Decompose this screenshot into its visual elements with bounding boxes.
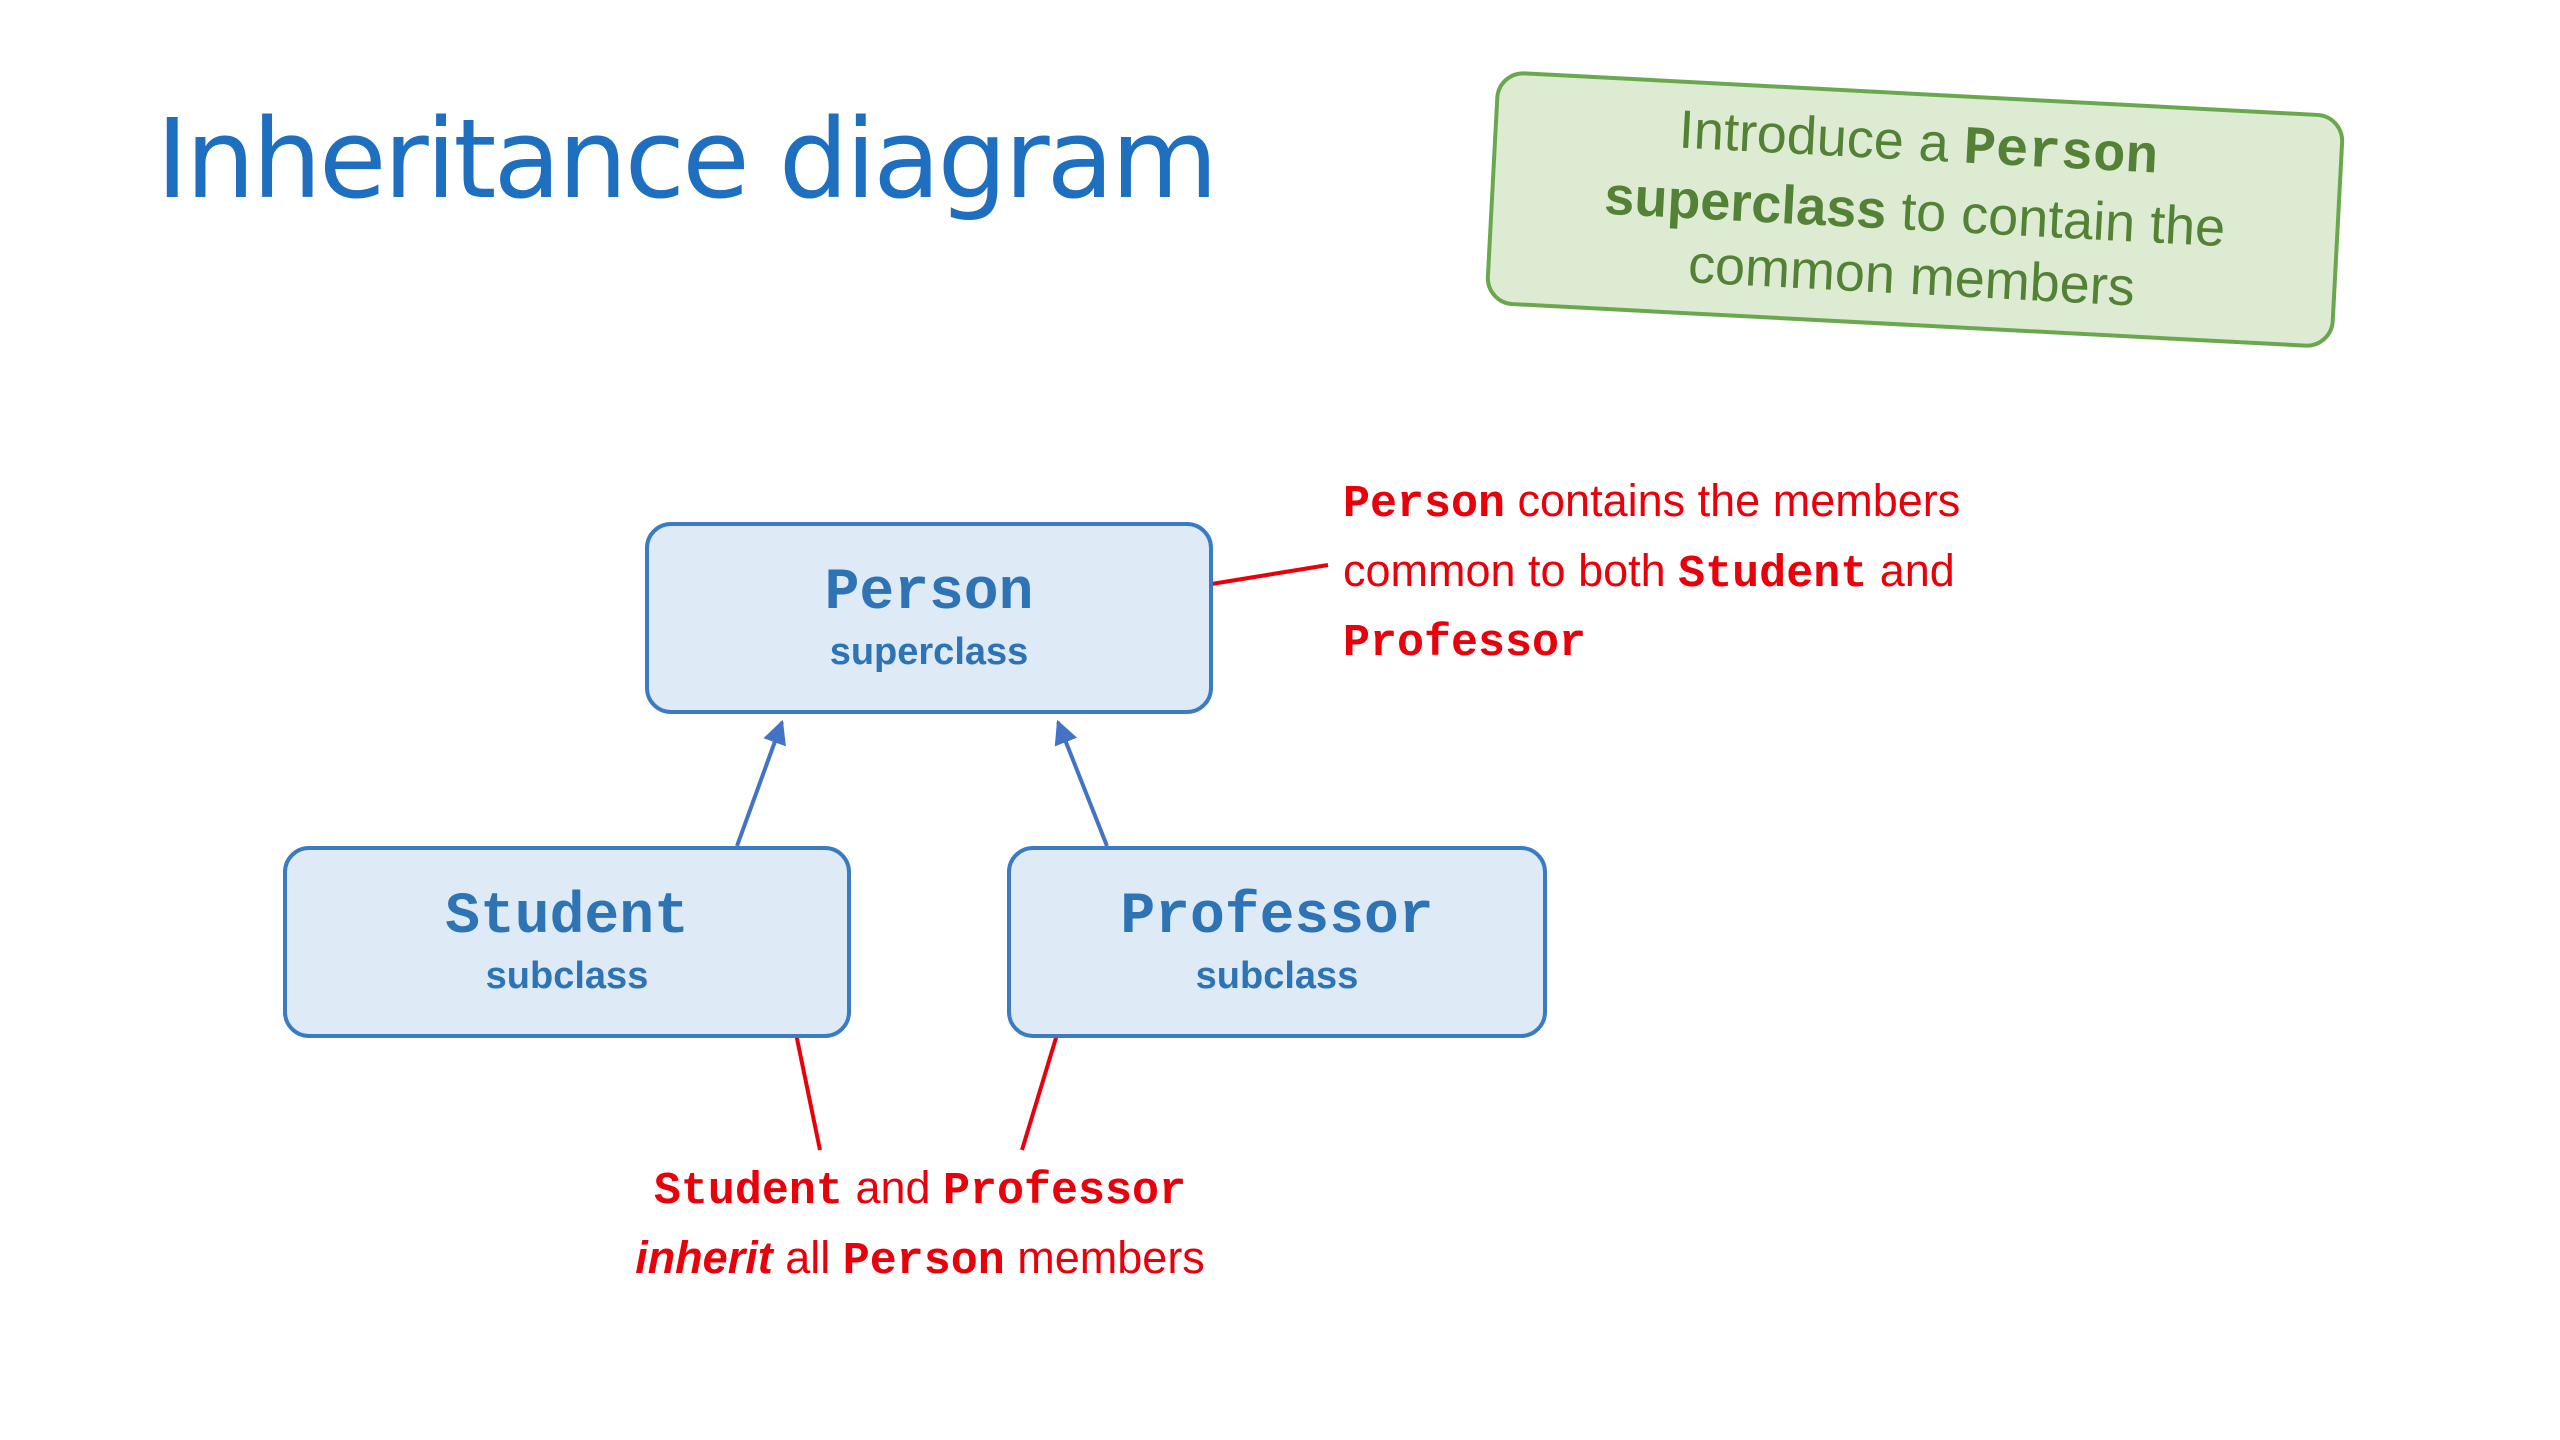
- annotation-text: members: [1004, 1231, 1205, 1283]
- annotation-person: Person contains the members common to bo…: [1343, 468, 1960, 677]
- annotation-text: contains the members: [1505, 475, 1961, 526]
- annotation-keyword: Professor: [1343, 618, 1587, 670]
- annotation-inherit: Student and Professor inherit all Person…: [610, 1155, 1230, 1294]
- annotation-keyword: Person: [1343, 479, 1506, 530]
- class-box-professor: Professor subclass: [1007, 846, 1547, 1038]
- class-name: Student: [445, 884, 689, 950]
- class-box-student: Student subclass: [283, 846, 851, 1038]
- annotation-keyword: Professor: [943, 1166, 1187, 1217]
- class-box-person: Person superclass: [645, 522, 1213, 714]
- annotation-emphasis: inherit: [635, 1231, 773, 1283]
- inherit-arrow-student: [735, 719, 786, 847]
- inherit-arrow-professor: [1054, 719, 1109, 847]
- annotation-keyword: Student: [1678, 548, 1868, 600]
- annotation-text: and: [1867, 544, 1955, 596]
- annotation-text: all: [772, 1231, 843, 1283]
- class-role: superclass: [829, 631, 1029, 674]
- class-name: Professor: [1120, 884, 1434, 950]
- annotation-text: common to both: [1343, 544, 1679, 596]
- annotation-text: and: [842, 1162, 944, 1213]
- annotation-keyword: Person: [842, 1235, 1005, 1287]
- class-role: subclass: [1195, 955, 1359, 998]
- page-title: Inheritance diagram: [156, 95, 1218, 223]
- annotation-keyword: Student: [653, 1166, 843, 1217]
- class-role: subclass: [485, 955, 649, 998]
- class-name: Person: [824, 560, 1034, 626]
